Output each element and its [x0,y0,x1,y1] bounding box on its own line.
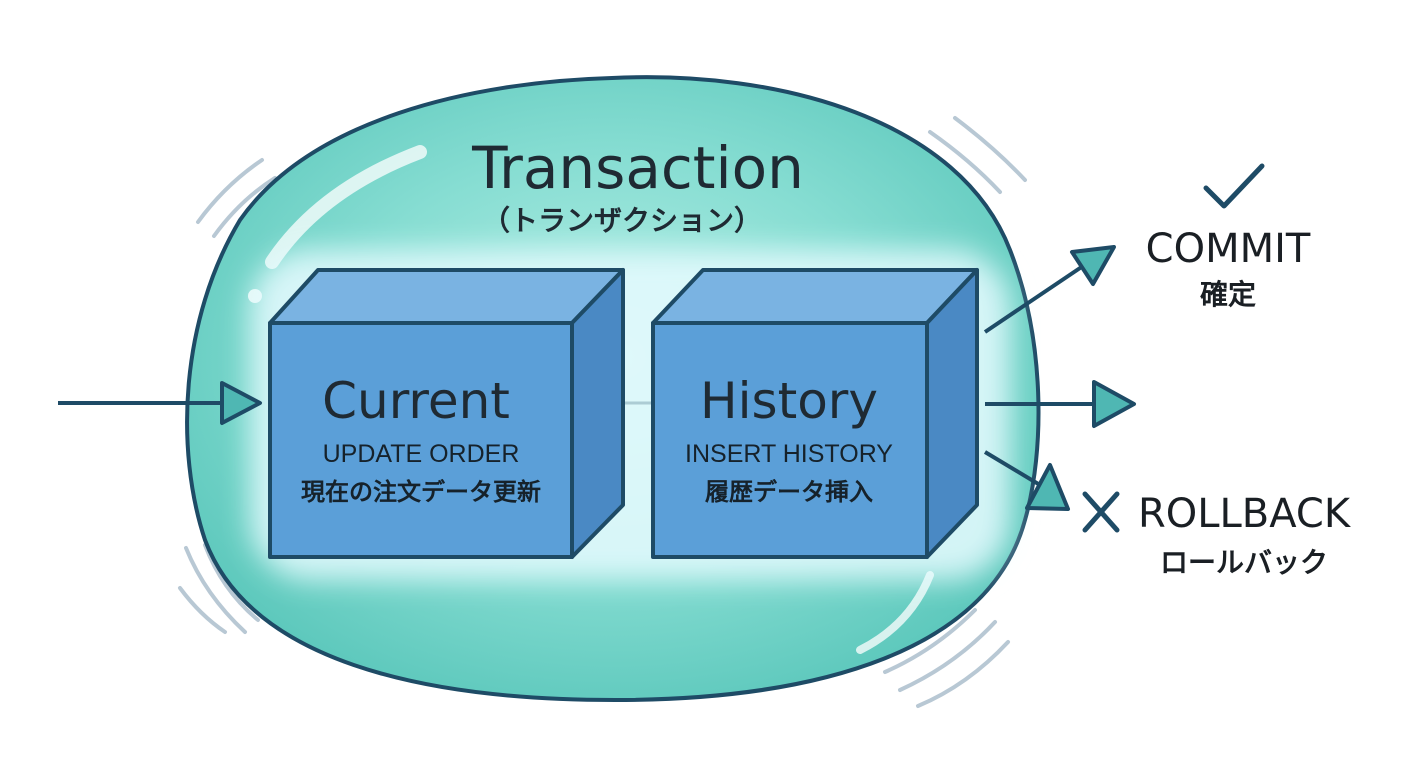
history-box-line2: 履歴データ挿入 [705,478,873,506]
bubble-highlights [265,145,934,654]
history-box-front [651,321,929,559]
history-box [651,268,979,559]
current-box-front [268,321,574,559]
current-box-title: Current [322,372,510,430]
commit-label-jp: 確定 [1200,278,1256,311]
check-icon [1203,163,1265,209]
commit-label: COMMIT [1146,226,1311,272]
history-box-top [651,268,979,325]
history-box-side [925,268,979,559]
current-box-side [570,268,625,559]
input-arrow [58,381,262,425]
transaction-title: Transaction [471,134,804,202]
rollback-arrow [983,450,1070,511]
history-box-line1: INSERT HISTORY [685,440,893,468]
current-box-line1: UPDATE ORDER [323,440,520,468]
current-box [268,268,625,559]
rollback-label: ROLLBACK [1138,491,1352,537]
rollback-label-jp: ロールバック [1160,546,1328,579]
current-box-line2: 現在の注文データ更新 [301,478,541,506]
history-box-title: History [700,372,878,430]
pass-arrow [985,380,1136,428]
commit-arrow [983,245,1116,334]
current-box-top [268,268,625,325]
transaction-subtitle: （トランザクション） [482,204,762,237]
cross-icon [1082,491,1120,533]
